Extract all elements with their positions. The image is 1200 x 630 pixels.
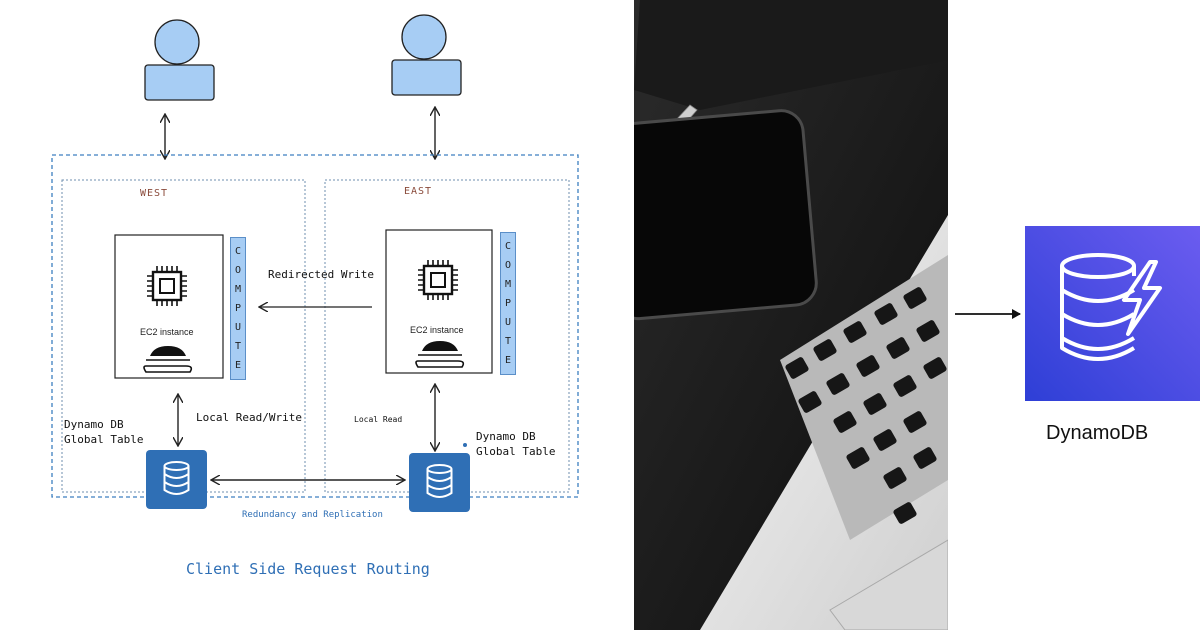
local-read-label: Local Read — [354, 415, 403, 424]
dynamo-west-label-1: Dynamo DB — [64, 418, 124, 431]
compute-letter: M — [234, 283, 242, 295]
ec2-west-label: EC2 instance — [140, 327, 194, 337]
compute-letter: E — [234, 359, 242, 371]
user-east-icon — [391, 14, 462, 96]
compute-letter: P — [504, 297, 512, 309]
compute-letter: C — [234, 245, 242, 257]
dynamodb-logo-icon — [1025, 226, 1200, 401]
db-east-dot — [463, 443, 467, 447]
chip-west-icon — [147, 266, 187, 306]
west-region-title: WEST — [140, 188, 169, 199]
east-region-title: EAST — [404, 186, 433, 197]
compute-letter: T — [504, 335, 512, 347]
db-east-icon — [409, 453, 470, 512]
storage-west-icon — [143, 346, 193, 373]
redirected-write-label: Redirected Write — [268, 268, 374, 281]
global-boundary — [51, 154, 579, 498]
compute-letter: U — [504, 316, 512, 328]
compute-letter: O — [504, 259, 512, 271]
compute-letter: T — [234, 340, 242, 352]
ec2-east-box — [385, 229, 493, 374]
compute-letter: E — [504, 354, 512, 366]
diagram-title: Client Side Request Routing — [186, 560, 430, 578]
compute-letter: C — [504, 240, 512, 252]
ec2-east-label: EC2 instance — [410, 325, 464, 335]
chip-east-icon — [418, 260, 458, 300]
user-west-icon — [144, 19, 215, 101]
replication-label: Redundancy and Replication — [242, 510, 383, 520]
dynamo-east-label-2: Global Table — [476, 445, 556, 458]
compute-letter: U — [234, 321, 242, 333]
laptop-photo — [634, 0, 948, 630]
db-west-icon — [146, 450, 207, 509]
compute-letter: O — [234, 264, 242, 276]
dynamo-west-label-2: Global Table — [64, 433, 144, 446]
dynamodb-label: DynamoDB — [1046, 422, 1149, 444]
compute-letter: P — [234, 302, 242, 314]
local-read-write-label: Local Read/Write — [196, 411, 302, 424]
compute-letter: M — [504, 278, 512, 290]
ec2-west-box — [114, 234, 224, 379]
dynamo-east-label-1: Dynamo DB — [476, 430, 536, 443]
storage-east-icon — [415, 341, 465, 368]
